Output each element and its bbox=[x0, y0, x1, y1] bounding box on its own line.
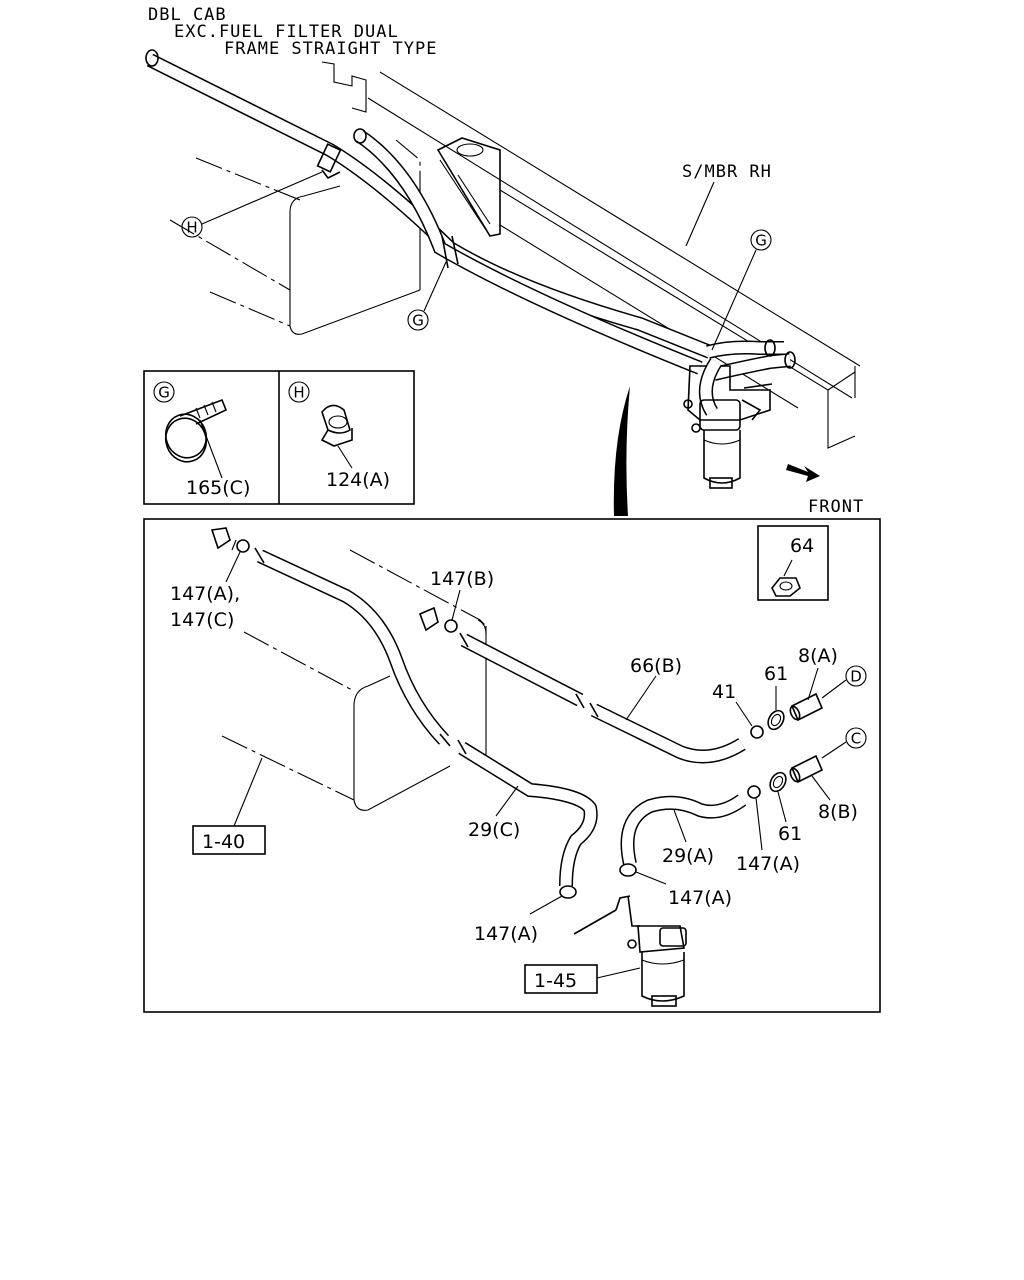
svg-text:G: G bbox=[755, 232, 767, 250]
label-147a-c-line1: 147(A), bbox=[170, 583, 240, 605]
detail-leader-swoosh bbox=[613, 386, 630, 516]
svg-text:H: H bbox=[293, 384, 304, 402]
label-147a-c-line2: 147(C) bbox=[170, 609, 234, 631]
clamp-61-bottom bbox=[769, 771, 787, 793]
ref-1-45-label: 1-45 bbox=[534, 970, 577, 992]
label-41: 41 bbox=[712, 681, 736, 703]
fuel-tank-top bbox=[169, 139, 421, 335]
header-line-3: FRAME STRAIGHT TYPE bbox=[224, 39, 437, 59]
inset-g-band: G 165(C) bbox=[153, 381, 250, 499]
label-147a-right: 147(A) bbox=[736, 853, 800, 875]
grommet-64-box: 64 bbox=[757, 525, 829, 601]
fuel-filter-detail bbox=[573, 895, 687, 1007]
inset-h-clip: H 124(A) bbox=[288, 381, 390, 491]
callout-d: D bbox=[821, 665, 867, 699]
label-61-bottom: 61 bbox=[778, 823, 802, 845]
svg-text:H: H bbox=[186, 219, 197, 237]
svg-text:G: G bbox=[412, 312, 424, 330]
label-29c: 29(C) bbox=[468, 819, 520, 841]
band-g-lower-mounted bbox=[441, 235, 459, 269]
hose-8b bbox=[789, 754, 824, 784]
label-8b: 8(B) bbox=[818, 801, 858, 823]
header-line-2: EXC.FUEL FILTER DUAL bbox=[174, 22, 399, 42]
clamp-147a-upper-left bbox=[210, 527, 250, 553]
ref-box-1-45[interactable]: 1-45 bbox=[524, 964, 641, 994]
label-66b: 66(B) bbox=[630, 655, 682, 677]
front-arrow: FRONT bbox=[786, 464, 864, 517]
label-64: 64 bbox=[790, 535, 814, 557]
svg-text:D: D bbox=[850, 668, 862, 686]
label-147a-left: 147(A) bbox=[474, 923, 538, 945]
label-29a: 29(A) bbox=[662, 845, 714, 867]
inset-g-part-label: 165(C) bbox=[186, 477, 250, 499]
clamp-61-top bbox=[767, 709, 785, 731]
ref-1-40-label: 1-40 bbox=[202, 831, 245, 853]
ref-box-1-40[interactable]: 1-40 bbox=[192, 757, 266, 855]
callout-h: H bbox=[181, 171, 323, 238]
callout-c: C bbox=[821, 727, 867, 759]
label-147b: 147(B) bbox=[430, 568, 494, 590]
svg-text:C: C bbox=[851, 730, 861, 748]
fuel-filter-top bbox=[683, 339, 796, 489]
diagram-header: DBL CAB EXC.FUEL FILTER DUAL FRAME STRAI… bbox=[148, 5, 437, 59]
label-147a-mid: 147(A) bbox=[668, 887, 732, 909]
callout-g-upper: G bbox=[711, 229, 772, 351]
inset-h-part-label: 124(A) bbox=[326, 469, 390, 491]
clamp-147a-mid bbox=[619, 863, 637, 877]
callout-g-lower: G bbox=[407, 261, 447, 331]
exploded-detail-view: 64 1-40 1-45 D C 147(A), 147 bbox=[143, 518, 881, 1013]
front-label: FRONT bbox=[808, 497, 864, 517]
svg-text:G: G bbox=[158, 384, 170, 402]
detail-frame bbox=[143, 518, 881, 1013]
inset-boxes: G 165(C) H 124(A) bbox=[143, 370, 415, 505]
clamp-147b bbox=[418, 606, 458, 633]
clip-h-mounted bbox=[316, 143, 342, 180]
label-8a: 8(A) bbox=[798, 645, 838, 667]
smbr-label: S/MBR RH bbox=[682, 162, 772, 182]
clamp-147a-right bbox=[747, 785, 761, 799]
frame-side-member bbox=[321, 61, 861, 449]
top-assembly-view: S/MBR RH G G H FRONT bbox=[145, 49, 864, 517]
clamp-147a-left bbox=[559, 885, 577, 899]
hose-8a bbox=[789, 692, 824, 722]
header-line-1: DBL CAB bbox=[148, 5, 227, 25]
label-61-top: 61 bbox=[764, 663, 788, 685]
clamp-41 bbox=[750, 725, 764, 739]
